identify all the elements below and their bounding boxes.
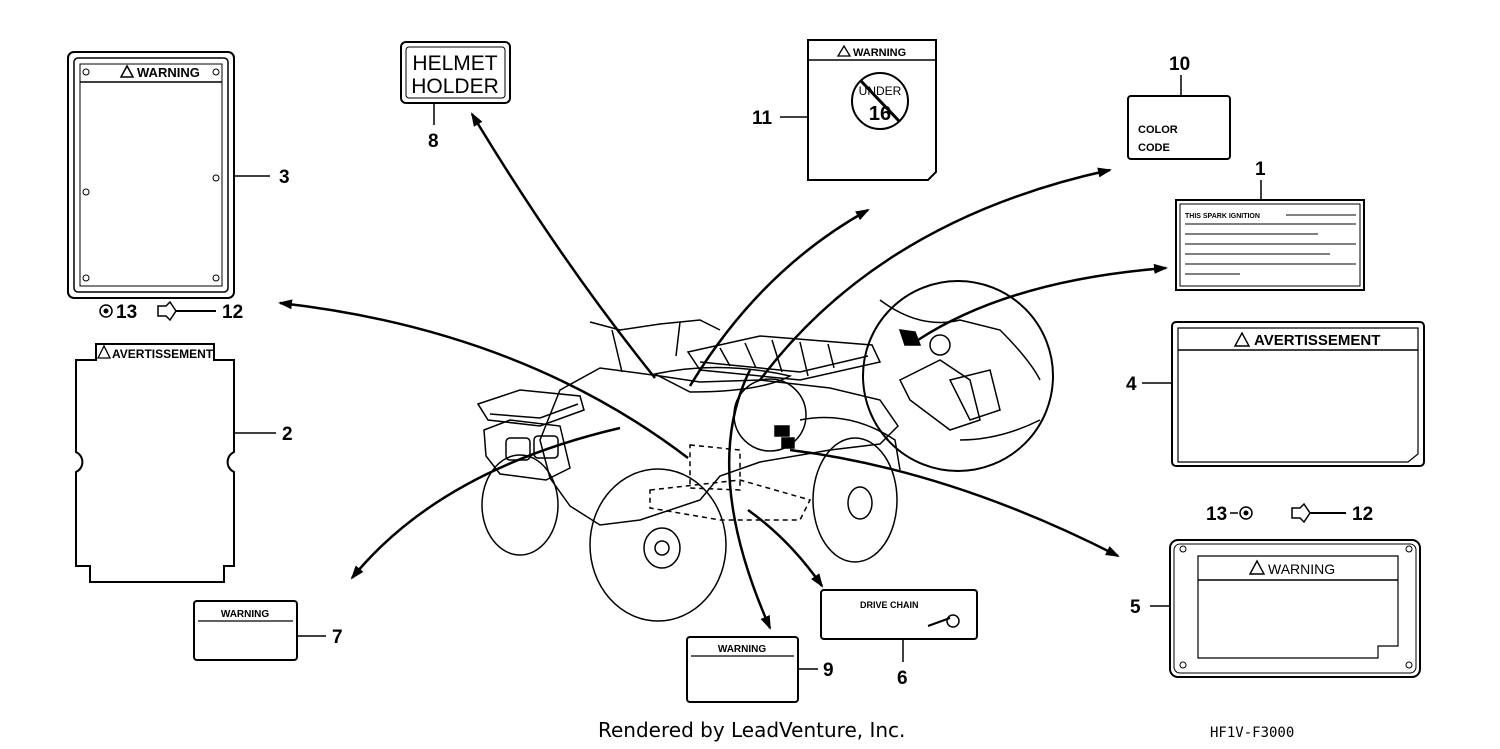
label-4-avertissement[interactable]: AVERTISSEMENT <box>1171 321 1425 467</box>
callout-1: 1 <box>1255 159 1266 180</box>
callout-5: 5 <box>1130 597 1141 618</box>
rivet-icon <box>157 300 177 322</box>
label-11-under16-warning[interactable]: WARNING UNDER 16 <box>807 39 937 181</box>
label-3-title: WARNING <box>137 65 200 80</box>
callout-9: 9 <box>823 660 834 681</box>
label-5-warning-plate[interactable]: WARNING <box>1169 539 1421 678</box>
label-7-warning[interactable]: WARNING <box>193 600 298 661</box>
label-3-warning-plate[interactable]: WARNING <box>67 51 235 299</box>
callout-13-left: 13 <box>116 302 137 323</box>
callout-10: 10 <box>1169 54 1190 75</box>
callout-3: 3 <box>279 167 290 188</box>
label-8-helmet-holder[interactable]: HELMET HOLDER <box>400 41 511 104</box>
label-2-avertissement-plate[interactable]: AVERTISSEMENT <box>75 343 235 583</box>
label-5-title: WARNING <box>1268 561 1335 577</box>
washer-icon-right <box>1239 506 1253 520</box>
fastener-group-right: 13 12 <box>1206 502 1373 525</box>
label-1-text: THIS SPARK IGNITION <box>1185 213 1260 220</box>
label-11-title: WARNING <box>853 47 906 59</box>
label-11-age: 16 <box>869 103 891 125</box>
label-6-title: DRIVE CHAIN <box>860 600 919 610</box>
callout-4: 4 <box>1126 374 1137 395</box>
label-9-warning[interactable]: WARNING <box>686 636 799 703</box>
label-10-line1: COLOR <box>1138 124 1178 136</box>
label-11-under: UNDER <box>859 84 902 98</box>
callout-2: 2 <box>282 424 293 445</box>
atv-illustration <box>476 319 901 622</box>
leader-arrows <box>278 112 1168 630</box>
label-4-title: AVERTISSEMENT <box>1254 332 1380 349</box>
label-10-color-code[interactable]: COLOR CODE <box>1127 95 1231 160</box>
callout-11: 11 <box>752 108 773 129</box>
callout-7: 7 <box>332 627 343 648</box>
label-7-title: WARNING <box>221 609 270 620</box>
callout-12-left: 12 <box>222 302 243 323</box>
label-1-spark-ignition[interactable]: THIS SPARK IGNITION <box>1175 199 1365 291</box>
label-8-line1: HELMET <box>412 52 497 75</box>
callout-6: 6 <box>897 668 908 689</box>
label-8-line2: HOLDER <box>411 75 499 98</box>
callout-13-right: 13 <box>1206 504 1227 525</box>
label-6-drive-chain[interactable]: DRIVE CHAIN <box>820 589 978 640</box>
washer-icon <box>99 304 113 318</box>
prohibition-icon <box>851 72 909 130</box>
label-10-line2: CODE <box>1138 142 1170 154</box>
oil-can-icon <box>946 614 960 628</box>
rivet-icon-right <box>1291 502 1311 524</box>
diagram-code: HF1V-F3000 <box>1210 725 1294 741</box>
callout-12-right: 12 <box>1352 504 1373 525</box>
label-2-title: AVERTISSEMENT <box>112 347 214 361</box>
detail-magnifier <box>862 280 1054 472</box>
label-9-title: WARNING <box>718 644 767 655</box>
callout-8: 8 <box>428 131 439 152</box>
fastener-group-left: 13 12 <box>99 300 243 323</box>
warning-triangle-icon <box>119 64 135 78</box>
footer-credit: Rendered by LeadVenture, Inc. <box>598 718 905 742</box>
